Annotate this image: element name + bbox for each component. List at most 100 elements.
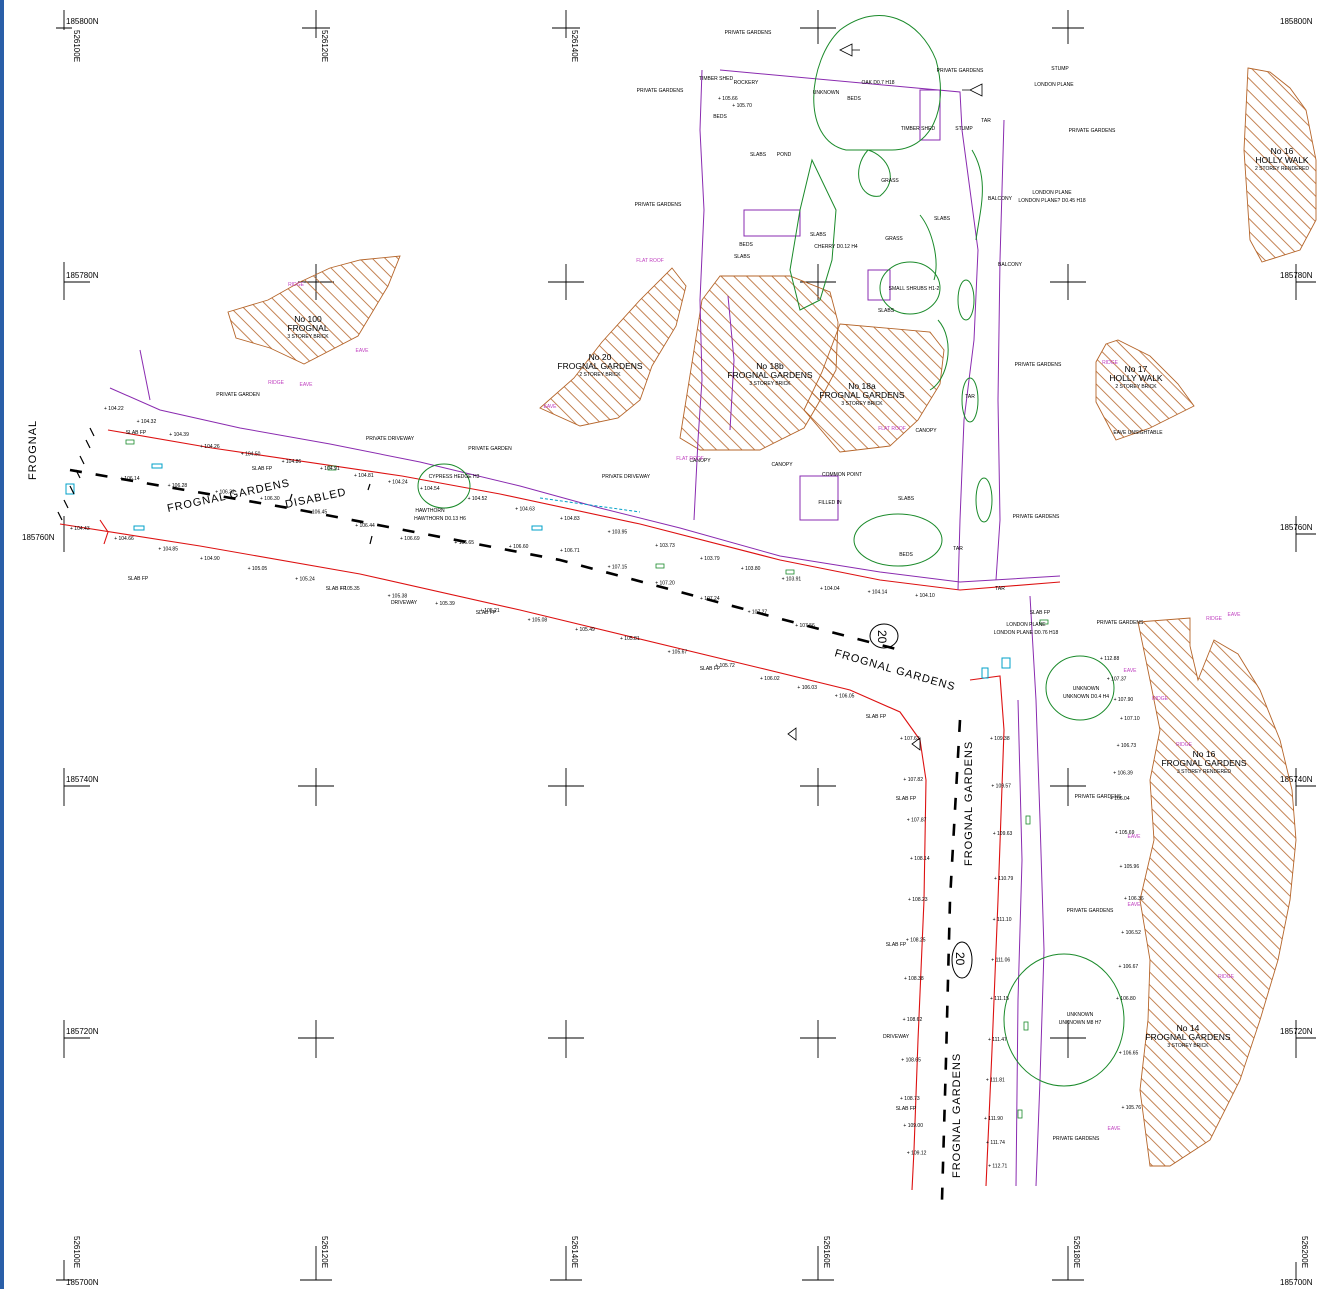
- tree-small-shrubs-desc: SMALL SHRUBS H1-2: [889, 286, 940, 292]
- building-no17-street: HOLLY WALK: [1109, 373, 1163, 383]
- map-frame-edge: [0, 0, 4, 1289]
- slabs-label: SLABS: [934, 216, 951, 222]
- northing-label: 185720N: [66, 1027, 99, 1036]
- canopy-label: CANOPY: [771, 462, 793, 468]
- building-no20-street: FROGNAL GARDENS: [557, 361, 643, 371]
- northing-label: 185720N: [1280, 1027, 1313, 1036]
- slabs-label: SLABS: [734, 254, 751, 260]
- eave-label: EAVE: [1124, 668, 1138, 674]
- spot-level: + 107.24: [700, 596, 720, 602]
- northing-label: 185760N: [1280, 523, 1313, 532]
- spot-level: + 105.05: [248, 566, 268, 572]
- spot-level: + 111.90: [984, 1116, 1003, 1122]
- spot-level: + 104.22: [104, 406, 124, 412]
- tree-unknown-m8-desc: UNKNOWN M8 H7: [1059, 1020, 1102, 1026]
- tree-london-plane-desc: LONDON PLANE D0.76 H18: [994, 630, 1059, 636]
- northing-label: 185740N: [1280, 775, 1313, 784]
- street-names: FROGNAL FROGNAL GARDENS FROGNAL GARDENS …: [27, 420, 975, 1178]
- spot-level: + 109.63: [993, 831, 1013, 837]
- balcony-label: BALCONY: [988, 196, 1013, 202]
- northing-label: 185800N: [66, 17, 99, 26]
- spot-level: + 107.82: [903, 777, 923, 783]
- spot-level: + 106.52: [1121, 930, 1141, 936]
- section-markers: [787, 43, 983, 751]
- building-no16fg-desc: 3 STOREY RENDERED: [1177, 769, 1231, 775]
- easting-label: 526180E: [1072, 1236, 1081, 1268]
- spot-level: + 111.10: [993, 917, 1012, 923]
- slab-fp-label: SLAB FP: [252, 466, 273, 472]
- timber-shed-label: TIMBER SHED: [699, 76, 734, 82]
- flat-roof-label: FLAT ROOF: [676, 456, 704, 462]
- private-driveway-label: PRIVATE DRIVEWAY: [366, 436, 415, 442]
- spot-level: + 103.91: [782, 576, 802, 582]
- spot-level: + 103.73: [655, 543, 675, 549]
- spot-level: + 104.83: [560, 516, 580, 522]
- spot-level: + 108.23: [908, 897, 928, 903]
- spot-level: + 106.71: [560, 548, 580, 554]
- tree-canopies: [417, 15, 1125, 1087]
- eave-label: EAVE: [1228, 612, 1242, 618]
- spot-level: + 104.91: [320, 466, 340, 472]
- eave-unsightable-label: EAVE UNSIGHTABLE: [1113, 430, 1163, 436]
- spot-level: + 109.57: [991, 784, 1011, 790]
- grid-labels: 185800N 185800N 185780N 185780N 185760N …: [22, 17, 1313, 1287]
- spot-level: + 106.73: [1117, 743, 1137, 749]
- tar-label: TAR: [981, 118, 991, 124]
- spot-level: + 106.04: [1110, 796, 1130, 802]
- tar-label: TAR: [953, 546, 963, 552]
- ridge-label: RIDGE: [1218, 974, 1235, 980]
- rockery-label: ROCKERY: [734, 80, 759, 86]
- grid-crosses: [56, 10, 1316, 1281]
- eave-label: EAVE: [1108, 1126, 1122, 1132]
- building-no20-desc: 2 STOREY BRICK: [579, 372, 621, 378]
- tree-oak-desc: OAK D0.7 H18: [861, 80, 894, 86]
- spot-level: + 106.02: [760, 676, 780, 682]
- spot-level: + 111.74: [986, 1140, 1005, 1146]
- easting-label: 526100E: [72, 30, 81, 62]
- spot-level: + 105.72: [715, 663, 735, 669]
- easting-label: 526120E: [320, 1236, 329, 1268]
- tar-label: TAR: [965, 394, 975, 400]
- spot-level: + 104.04: [820, 586, 840, 592]
- building-no18a: [803, 323, 945, 453]
- spot-level: + 104.52: [468, 496, 488, 502]
- private-gardens-label: PRIVATE GARDENS: [1015, 362, 1062, 368]
- spot-level: + 110.79: [994, 876, 1013, 882]
- spot-level: + 105.69: [1115, 830, 1135, 836]
- building-no18b-street: FROGNAL GARDENS: [727, 370, 813, 380]
- tree-hawthorn-desc: HAWTHORN D0.13 H6: [414, 516, 466, 522]
- spot-level: + 107.63: [900, 736, 920, 742]
- spot-level: + 105.96: [1120, 864, 1140, 870]
- spot-level: + 108.65: [901, 1058, 921, 1064]
- street-frognal-gardens-south-2: FROGNAL GARDENS: [951, 1053, 963, 1178]
- spot-level: + 105.08: [528, 618, 548, 624]
- building-no16fg-name: No 16: [1193, 749, 1216, 759]
- building-no17-name: No 17: [1125, 364, 1148, 374]
- ridge-label: RIDGE: [288, 282, 305, 288]
- filled-in-label: FILLED IN: [818, 500, 842, 506]
- building-no14-desc: 3 STOREY BRICK: [1167, 1043, 1209, 1049]
- private-gardens-label: PRIVATE GARDENS: [1013, 514, 1060, 520]
- spot-level: + 111.15: [990, 996, 1009, 1002]
- drainage: [65, 463, 1011, 679]
- tree-cherry-desc: CHERRY D0.12 H4: [814, 244, 858, 250]
- building-no100-name: No 100: [294, 314, 322, 324]
- spot-level: + 108.62: [903, 1017, 923, 1023]
- eave-label: EAVE: [1128, 834, 1142, 840]
- tree-london-plane-2-desc: LONDON PLANE? D0.45 H18: [1018, 198, 1085, 204]
- spot-level: + 107.90: [1114, 697, 1134, 703]
- slab-fp-label: SLAB FP: [126, 430, 147, 436]
- eave-label: EAVE: [300, 382, 314, 388]
- flat-roof-label: FLAT ROOF: [636, 258, 664, 264]
- spot-level: + 108.73: [900, 1096, 920, 1102]
- london-plane-label: LONDON PLANE: [1006, 622, 1046, 628]
- balcony-label: BALCONY: [998, 262, 1023, 268]
- london-plane-label: LONDON PLANE: [1032, 190, 1072, 196]
- spot-level: + 103.95: [608, 530, 628, 536]
- spot-level: + 107.15: [608, 564, 628, 570]
- spot-level: + 105.38: [388, 593, 408, 599]
- easting-label: 526200E: [1300, 1236, 1309, 1268]
- building-no18a-name: No 18a: [848, 381, 876, 391]
- eave-label: EAVE: [544, 404, 558, 410]
